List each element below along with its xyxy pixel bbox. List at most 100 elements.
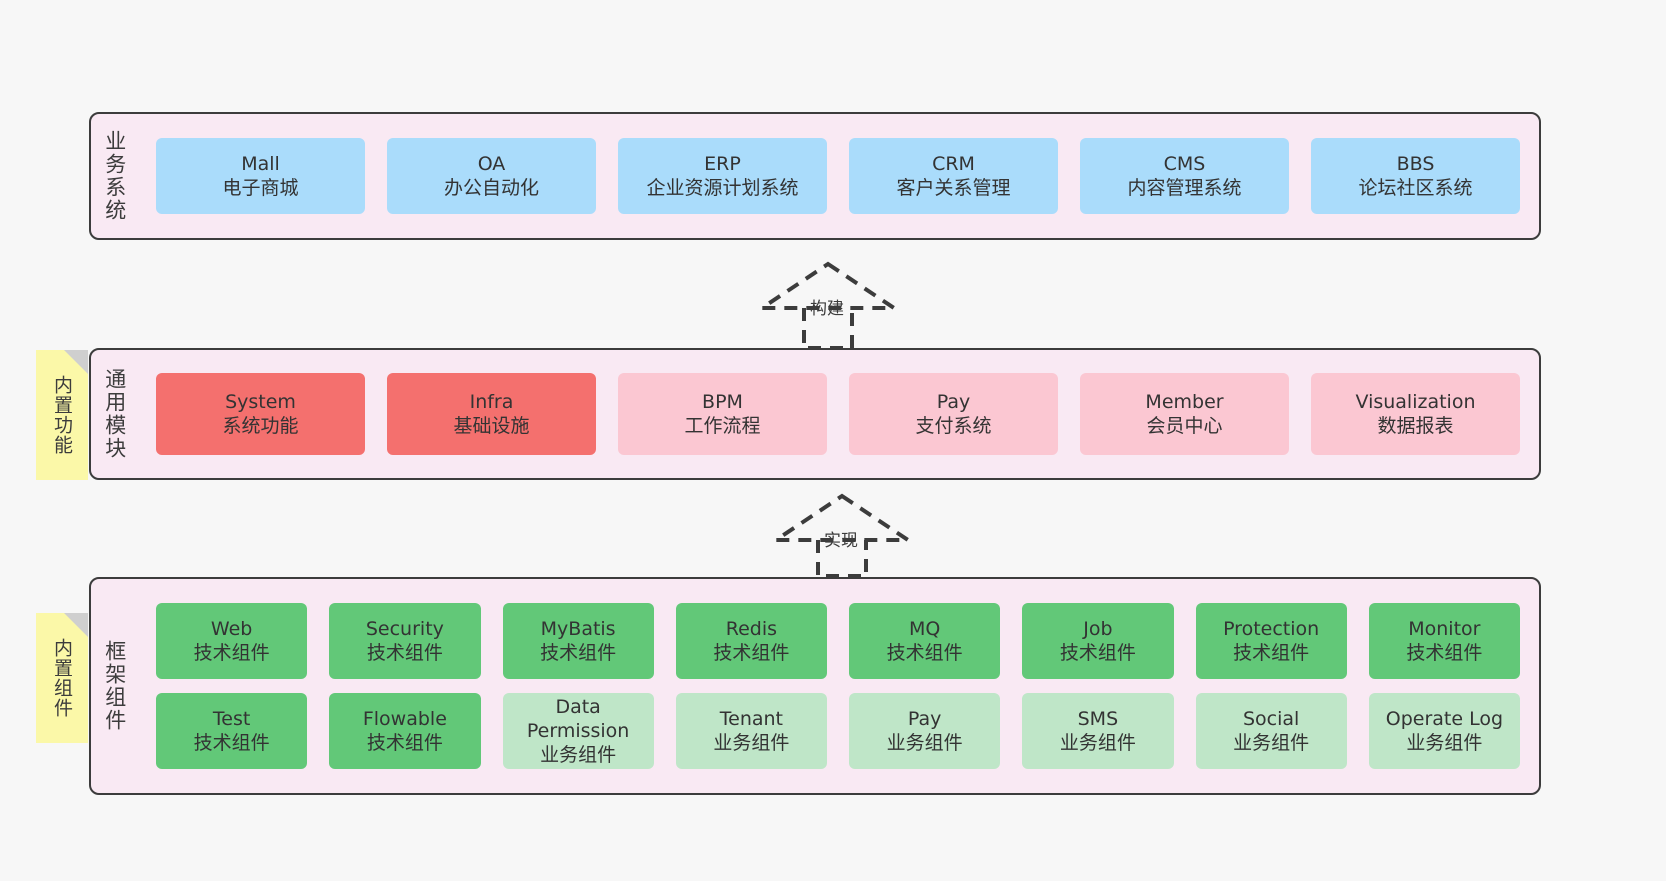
node-title: CRM	[932, 152, 975, 175]
node-title: Flowable	[362, 707, 447, 730]
node-subtitle: 会员中心	[1146, 415, 1223, 437]
node-subtitle: 数据报表	[1377, 415, 1454, 437]
node-title: Data Permission	[526, 695, 630, 742]
node-subtitle: 支付系统	[915, 415, 992, 437]
node-subtitle: 企业资源计划系统	[646, 177, 799, 199]
node-subtitle: 技术组件	[1406, 642, 1483, 664]
node-subtitle: 技术组件	[193, 732, 270, 754]
node-title: Job	[1083, 617, 1113, 640]
node-title: BBS	[1396, 152, 1435, 175]
node-subtitle: 办公自动化	[443, 177, 539, 199]
node-subtitle: 技术组件	[366, 732, 443, 754]
node-title: Member	[1145, 390, 1224, 413]
node-subtitle: 业务组件	[1406, 732, 1483, 754]
node-title: Social	[1242, 707, 1300, 730]
node-title: Infra	[469, 390, 514, 413]
node-subtitle: 论坛社区系统	[1358, 177, 1473, 199]
note-builtin-components: 内置组件	[36, 613, 88, 743]
node-subtitle: 技术组件	[713, 642, 790, 664]
node-subtitle: 业务组件	[713, 732, 790, 754]
node-subtitle: 工作流程	[684, 415, 761, 437]
node-subtitle: 技术组件	[1059, 642, 1136, 664]
node-title: Pay	[907, 707, 942, 730]
business-layer-title: 业务系统	[102, 130, 127, 222]
node-title: CMS	[1163, 152, 1206, 175]
node-subtitle: 客户关系管理	[896, 177, 1011, 199]
node-subtitle: 技术组件	[1233, 642, 1310, 664]
node-subtitle: 业务组件	[540, 744, 617, 767]
node-title: BPM	[702, 390, 743, 413]
node-subtitle: 内容管理系统	[1127, 177, 1242, 199]
node-title: Visualization	[1355, 390, 1476, 413]
node-subtitle: 业务组件	[886, 732, 963, 754]
module-layer-title: 通用模块	[102, 368, 127, 460]
node-title: Operate Log	[1385, 707, 1504, 730]
node-title: Pay	[936, 390, 971, 413]
connector-build: 构建	[752, 258, 904, 350]
node-title: Tenant	[719, 707, 783, 730]
node-title: Mall	[241, 152, 280, 175]
node-subtitle: 技术组件	[886, 642, 963, 664]
node-title: ERP	[704, 152, 741, 175]
node-title: Test	[212, 707, 251, 730]
node-title: System	[225, 390, 296, 413]
node-title: Redis	[725, 617, 778, 640]
connector-implement-svg	[769, 493, 915, 578]
node-subtitle: 技术组件	[540, 642, 617, 664]
connector-implement: 实现	[766, 490, 918, 578]
node-subtitle: 技术组件	[193, 642, 270, 664]
framework-layer-title: 框架组件	[102, 640, 127, 732]
connector-implement-label: 实现	[824, 531, 858, 551]
node-title: Security	[365, 617, 444, 640]
node-title: MQ	[908, 617, 941, 640]
node-subtitle: 业务组件	[1233, 732, 1310, 754]
node-subtitle: 基础设施	[453, 415, 530, 437]
connector-build-svg	[755, 261, 901, 350]
node-subtitle: 系统功能	[222, 415, 299, 437]
node-title: Protection	[1223, 617, 1320, 640]
node-subtitle: 电子商城	[222, 177, 299, 199]
node-title: OA	[477, 152, 506, 175]
node-title: Web	[210, 617, 253, 640]
node-subtitle: 业务组件	[1059, 732, 1136, 754]
